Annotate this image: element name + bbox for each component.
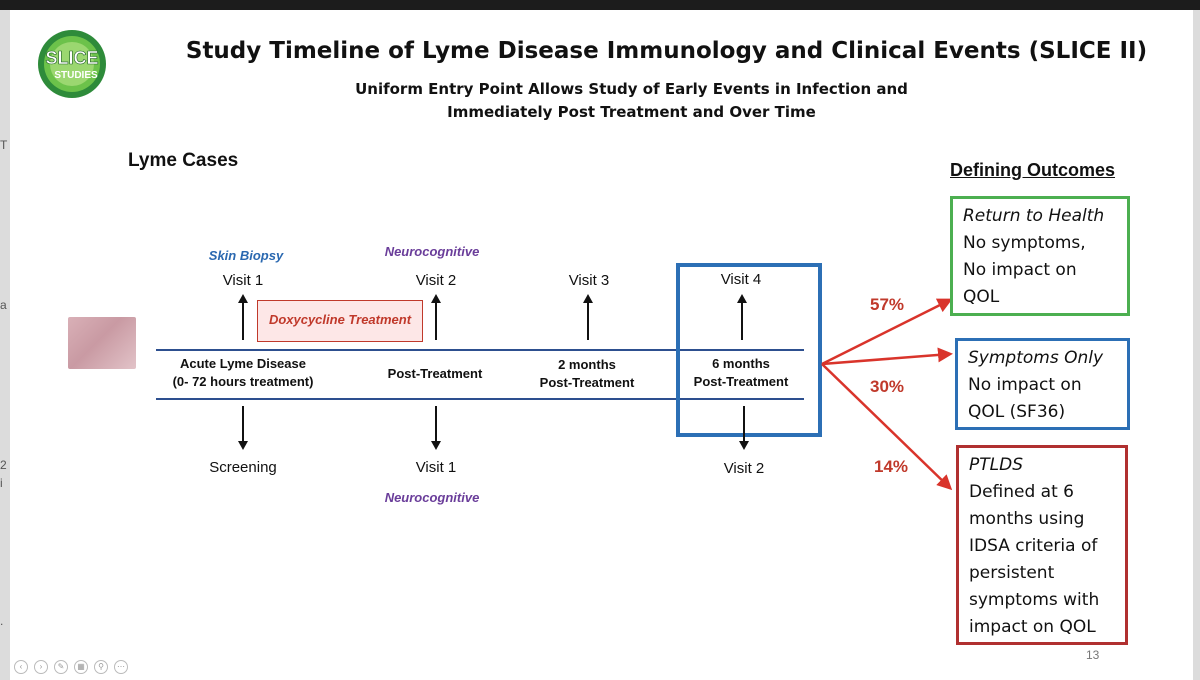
outcome-heading: PTLDS [969, 455, 1023, 475]
down-arrow-icon [238, 406, 248, 450]
outcome-line: QOL [963, 287, 1000, 307]
slide-title: Study Timeline of Lyme Disease Immunolog… [185, 38, 1148, 64]
percent-return-to-health: 57% [870, 295, 905, 314]
side-text-fragment: T [0, 138, 8, 152]
side-text-fragment: . [0, 614, 4, 628]
outcome-line: No impact on [968, 375, 1082, 395]
up-arrow-icon [583, 294, 593, 340]
outcome-arrows [821, 298, 953, 491]
outcome-line: Defined at 6 [969, 482, 1074, 502]
percent-ptlds: 14% [874, 457, 909, 476]
outcome-line: IDSA criteria of [969, 536, 1098, 556]
slideshow-nav-controls: ‹ › ✎ ▦ ⚲ ⋯ [14, 656, 134, 674]
side-text-fragment: a [0, 298, 7, 312]
rash-photo [68, 317, 136, 369]
bottom-screening-label: Screening [209, 459, 277, 476]
phase-post-treatment-label: Post-Treatment [387, 366, 483, 381]
side-text-fragment: i [0, 476, 3, 490]
timeline-top-line [156, 349, 804, 351]
visit-4-highlight-box [676, 263, 822, 437]
svg-text:STUDIES: STUDIES [54, 70, 98, 81]
phase-acute-label: Acute Lyme Disease(0- 72 hours treatment… [172, 356, 314, 389]
presentation-slide: SLICE STUDIES Study Timeline of Lyme Dis… [10, 10, 1193, 680]
outcome-line: persistent [969, 563, 1055, 583]
outcome-heading: Return to Health [963, 206, 1105, 226]
outcome-line: QOL (SF36) [968, 402, 1066, 422]
more-icon[interactable]: ⋯ [114, 660, 128, 674]
outcome-line: months using [969, 509, 1085, 529]
percent-symptoms-only: 30% [870, 377, 905, 396]
top-visit-2-label: Visit 2 [415, 272, 457, 289]
timeline-bottom-line [156, 398, 804, 400]
bottom-visit-2-label: Visit 2 [723, 460, 765, 477]
outcome-ptlds-box: PTLDS Defined at 6 months using IDSA cri… [956, 445, 1128, 645]
outcome-line: impact on QOL [969, 617, 1096, 637]
slide-page-number: 13 [1086, 648, 1100, 662]
right-panel-strip [1193, 10, 1200, 680]
slide-subtitle-line-1: Uniform Entry Point Allows Study of Earl… [355, 80, 908, 98]
outcome-heading: Symptoms Only [968, 348, 1104, 368]
neurocognitive-annotation-top: Neurocognitive [384, 244, 480, 259]
down-arrow-icon [739, 406, 749, 450]
slides-icon[interactable]: ▦ [74, 660, 88, 674]
prev-icon[interactable]: ‹ [14, 660, 28, 674]
pen-icon[interactable]: ✎ [54, 660, 68, 674]
zoom-icon[interactable]: ⚲ [94, 660, 108, 674]
outcome-symptoms-only-box: Symptoms Only No impact on QOL (SF36) [955, 338, 1130, 430]
skin-biopsy-annotation: Skin Biopsy [208, 248, 284, 263]
bottom-visit-1-label: Visit 1 [415, 459, 457, 476]
outcome-line: No impact on [963, 260, 1077, 280]
lyme-cases-label: Lyme Cases [128, 150, 239, 171]
slide-subtitle-line-2: Immediately Post Treatment and Over Time [447, 103, 816, 121]
top-visit-1-label: Visit 1 [222, 272, 264, 289]
left-panel-strip: T a 2 i . [0, 10, 10, 680]
svg-text:SLICE: SLICE [45, 48, 98, 68]
side-text-fragment: 2 [0, 458, 7, 472]
defining-outcomes-heading: Defining Outcomes [950, 160, 1116, 180]
doxycycline-treatment-box: Doxycycline Treatment [257, 300, 423, 342]
down-arrow-icon [431, 406, 441, 450]
up-arrow-icon [431, 294, 441, 340]
neurocognitive-annotation-bottom: Neurocognitive [384, 490, 480, 505]
slice-studies-logo: SLICE STUDIES [38, 30, 106, 98]
up-arrow-icon [737, 294, 747, 340]
top-visit-4-label: Visit 4 [720, 271, 762, 288]
next-icon[interactable]: › [34, 660, 48, 674]
top-visit-3-label: Visit 3 [568, 272, 610, 289]
outcome-line: symptoms with [969, 590, 1100, 610]
viewer-top-bar [0, 0, 1200, 10]
outcome-return-to-health-box: Return to Health No symptoms, No impact … [950, 196, 1130, 316]
up-arrow-icon [238, 294, 248, 340]
outcome-line: No symptoms, [963, 233, 1086, 253]
